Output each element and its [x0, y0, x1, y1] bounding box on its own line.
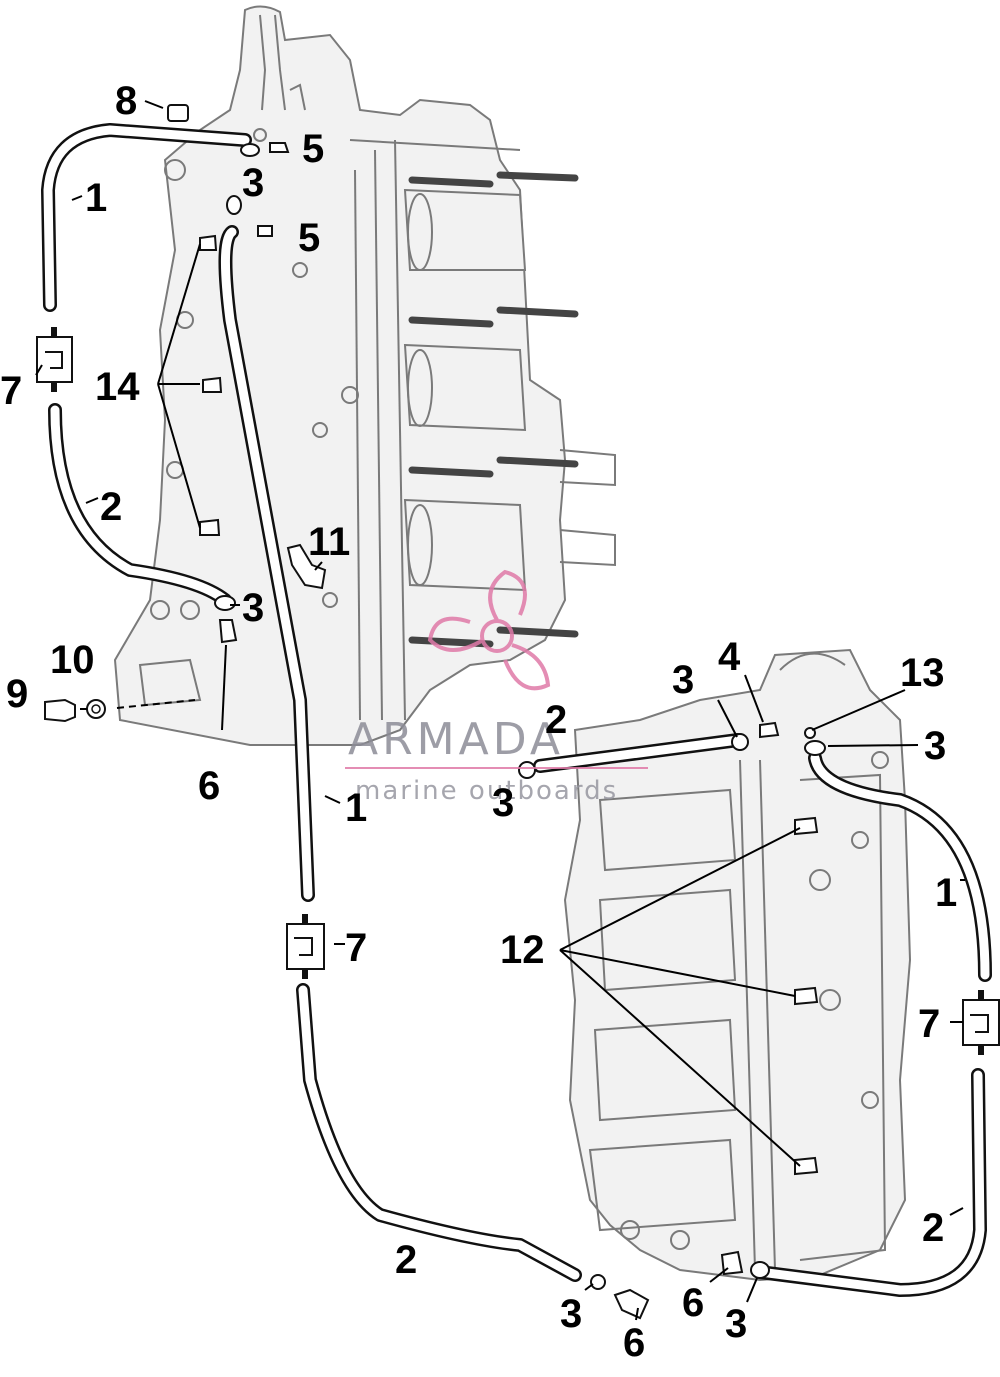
callout-7-left: 7 — [0, 369, 23, 413]
callout-10: 10 — [50, 638, 95, 682]
callout-3-e: 3 — [492, 781, 515, 825]
armada-logo-mark — [427, 569, 551, 691]
callout-6-bottom: 6 — [623, 1321, 646, 1365]
callout-3-a: 3 — [242, 161, 265, 205]
callout-3-g: 3 — [725, 1302, 748, 1346]
callout-1-right: 1 — [935, 871, 958, 915]
callout-1-left-upper: 1 — [85, 176, 108, 220]
callout-6-right: 6 — [682, 1281, 705, 1325]
callout-3-f: 3 — [560, 1292, 583, 1336]
callout-5-lower: 5 — [298, 216, 321, 260]
callout-12: 12 — [500, 928, 545, 972]
hoses — [41, 123, 992, 1297]
exhaust-cover — [563, 648, 912, 1282]
callout-6-left: 6 — [198, 764, 221, 808]
callout-11: 11 — [308, 520, 351, 564]
callout-1-middle: 1 — [345, 786, 368, 830]
callout-13: 13 — [900, 651, 945, 695]
callout-3-b: 3 — [242, 586, 265, 630]
filter-middle — [286, 914, 325, 979]
callout-4: 4 — [718, 635, 741, 679]
callout-3-d: 3 — [924, 724, 947, 768]
callout-14: 14 — [95, 365, 140, 409]
callout-3-c: 3 — [672, 658, 695, 702]
cylinder-block — [113, 5, 616, 746]
watermark-title: ARMADA — [348, 714, 564, 765]
filter-right — [962, 990, 1000, 1055]
callout-7-middle: 7 — [345, 926, 368, 970]
callout-7-right: 7 — [918, 1002, 941, 1046]
callout-2-right: 2 — [922, 1206, 945, 1250]
callout-2-left: 2 — [100, 485, 123, 529]
filters — [36, 327, 1000, 1055]
callout-9: 9 — [6, 672, 29, 716]
callout-5-upper: 5 — [302, 127, 325, 171]
filter-left — [36, 327, 73, 392]
callout-8: 8 — [115, 79, 138, 123]
callout-2-bottom: 2 — [395, 1238, 418, 1282]
fittings — [44, 104, 826, 1320]
watermark-subtitle: marine outboards — [355, 776, 619, 806]
callout-2-top-right: 2 — [545, 698, 568, 742]
leader-lines — [35, 100, 965, 1321]
